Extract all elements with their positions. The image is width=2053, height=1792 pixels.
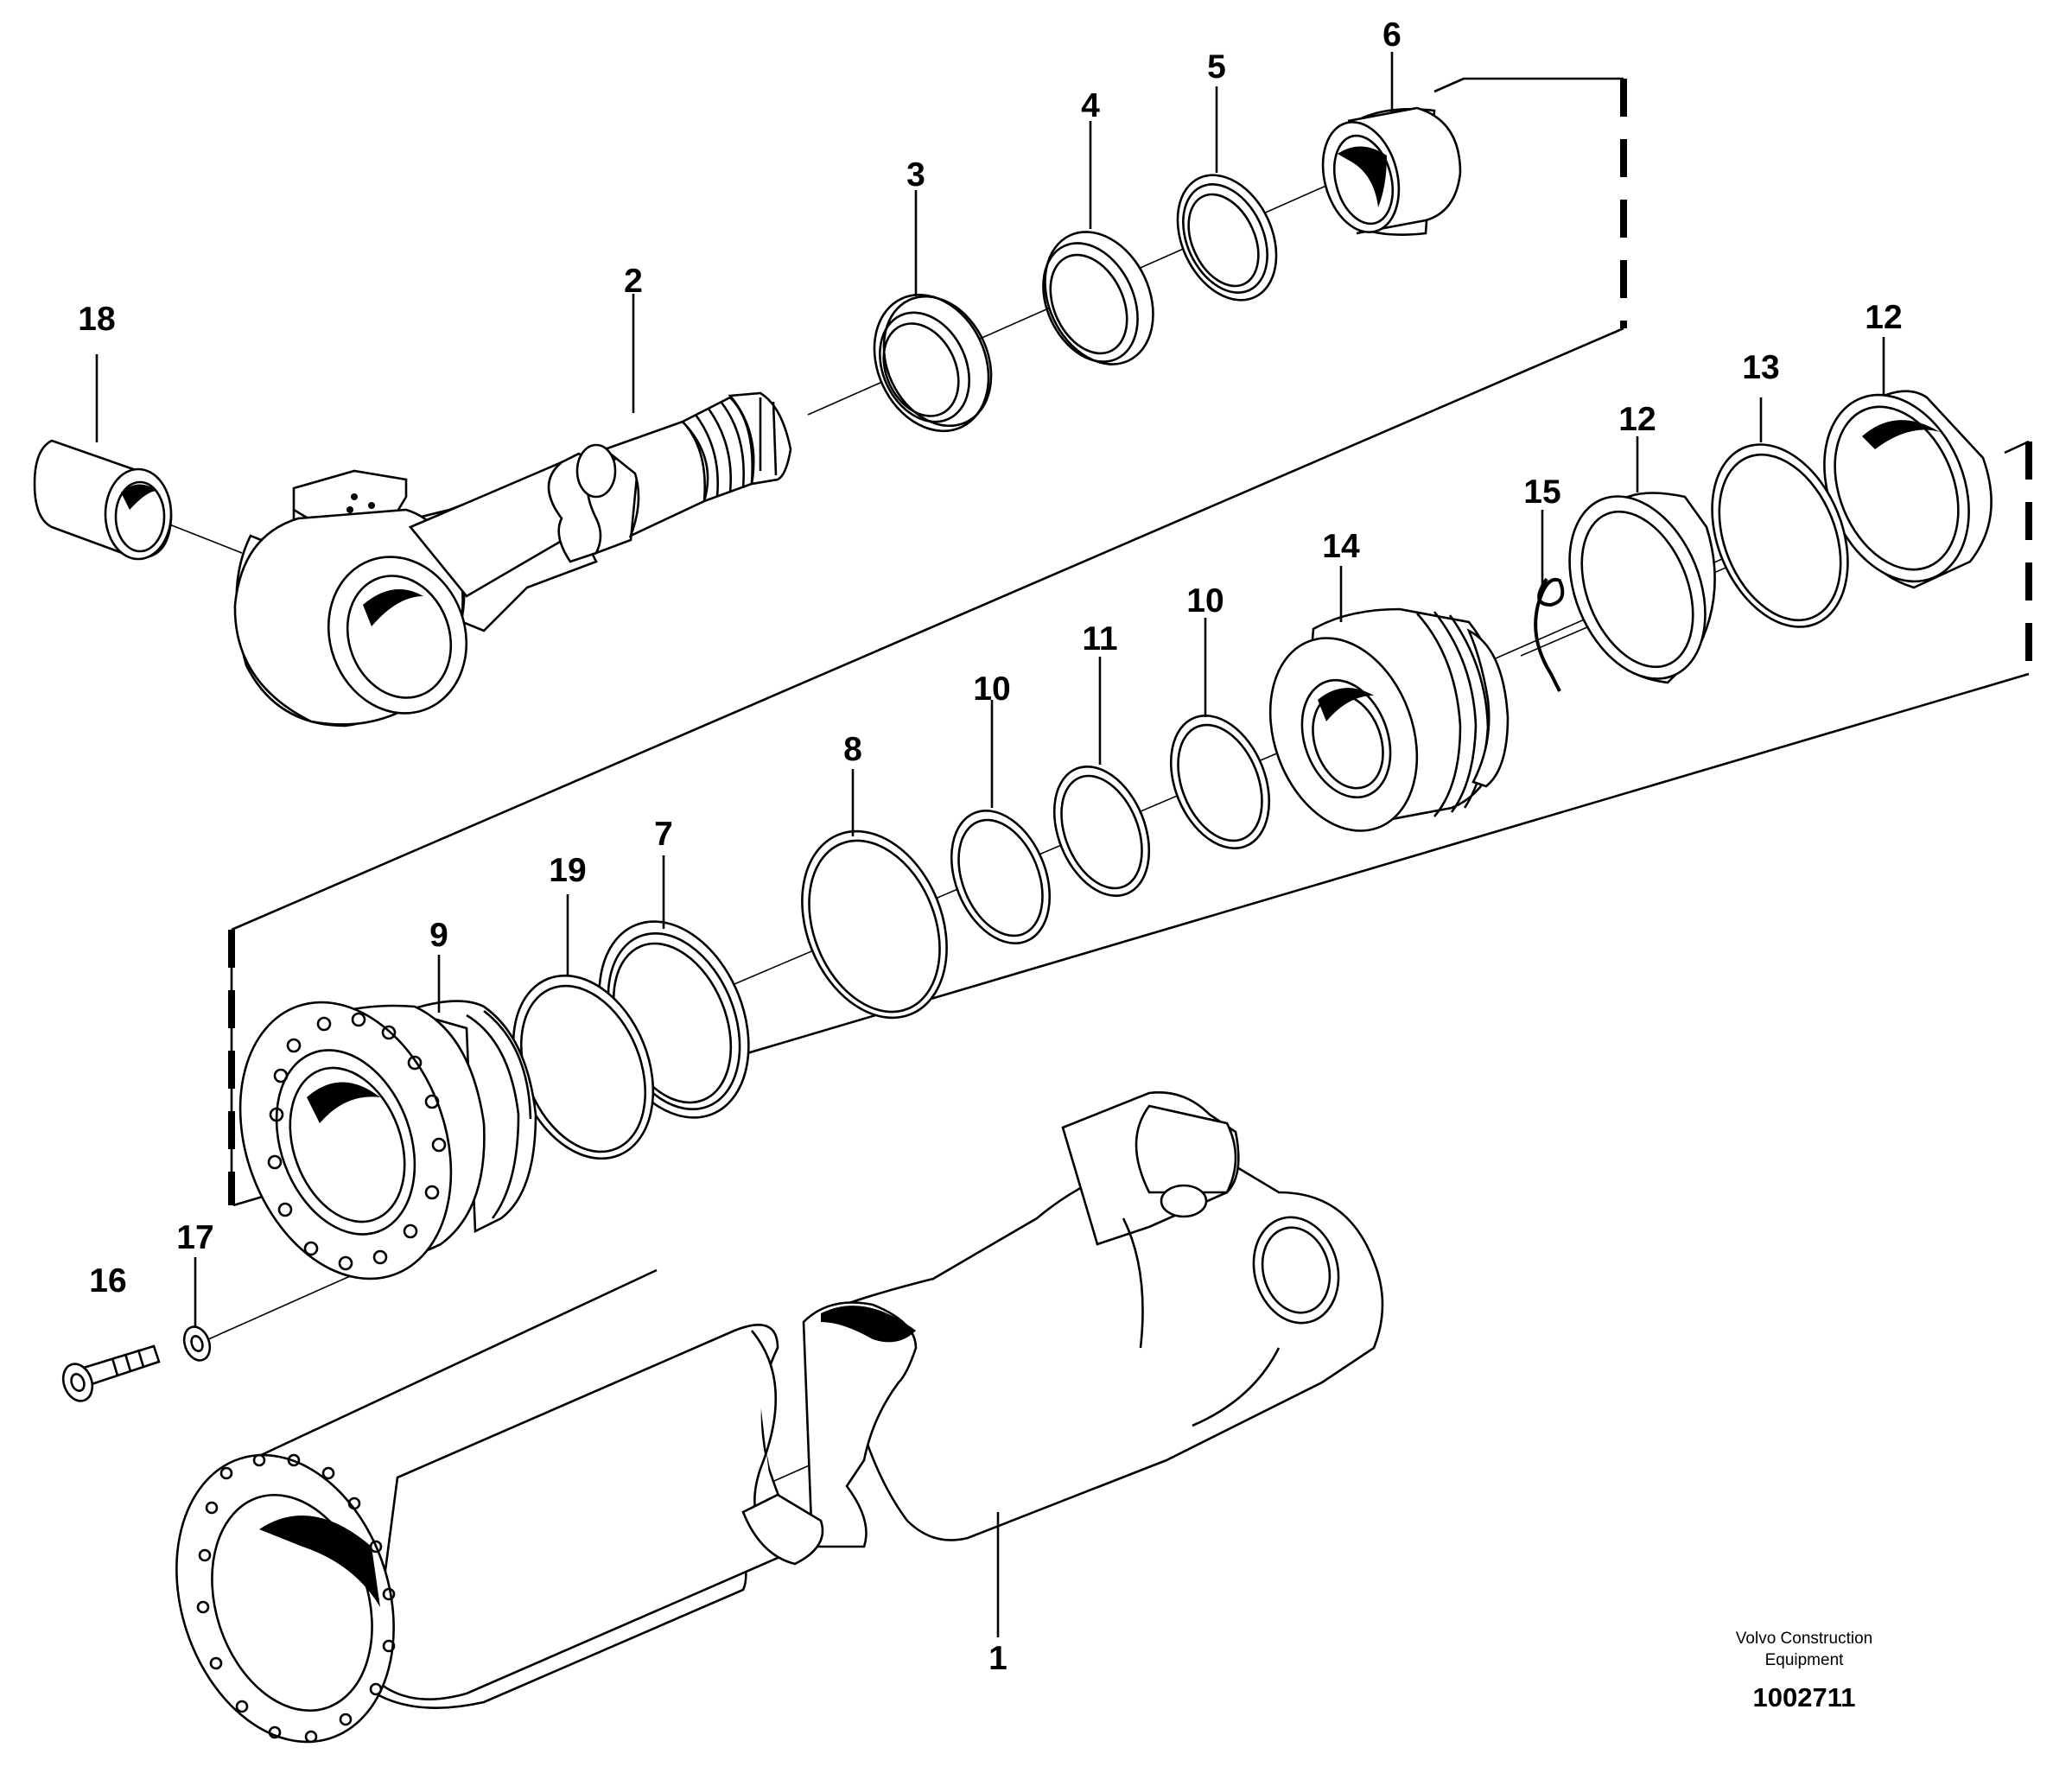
leader-lines	[95, 52, 1885, 1637]
callout-part-10-right: 10	[1186, 582, 1224, 620]
bushing-part-12-left	[1568, 492, 1716, 684]
callout-part-8: 8	[843, 731, 862, 768]
callout-part-18: 18	[78, 301, 115, 338]
bolt-holes	[267, 1012, 447, 1271]
rod-seal-part-3	[873, 293, 993, 433]
callout-part-10-left: 10	[973, 670, 1010, 708]
ring-part-10-right	[1169, 715, 1271, 849]
callout-part-3: 3	[906, 156, 925, 194]
drawing-number: 1002711	[1753, 1682, 1856, 1713]
callout-part-6: 6	[1382, 16, 1402, 54]
washer-part-17	[182, 1325, 212, 1362]
callout-part-7: 7	[654, 816, 673, 853]
callout-part-1: 1	[988, 1640, 1007, 1677]
cylinder-tube-part-1	[175, 1091, 1384, 1744]
ring-part-11	[1052, 765, 1151, 898]
title-block: Volvo Construction Equipment 1002711	[1736, 1630, 1872, 1713]
group-boundaries	[228, 77, 2032, 1695]
callout-part-2: 2	[624, 263, 643, 300]
screw-part-16	[61, 1344, 161, 1402]
guide-ring-part-13	[1711, 443, 1849, 628]
wiper-part-4	[1042, 231, 1154, 365]
callouts: 1 2 3 4 5 6 7 8 9 10 10 11 12 12 13 14 1…	[78, 16, 1902, 1677]
brand-line-2: Equipment	[1765, 1651, 1845, 1669]
piston-part-14	[1268, 607, 1510, 832]
callout-part-9: 9	[429, 917, 448, 954]
callout-part-4: 4	[1081, 87, 1100, 124]
clip-part-15	[1534, 577, 1565, 692]
callout-part-16: 16	[89, 1262, 126, 1300]
callout-part-19: 19	[549, 852, 586, 889]
cylinder-head-part-9	[238, 1000, 537, 1280]
callout-part-5: 5	[1207, 48, 1226, 86]
callout-part-17: 17	[176, 1219, 213, 1256]
callout-part-12-right: 12	[1865, 299, 1902, 336]
callout-part-15: 15	[1523, 473, 1560, 511]
bushing-part-18	[33, 439, 173, 561]
callout-part-11: 11	[1082, 620, 1117, 658]
ring-part-5	[1176, 174, 1278, 302]
ring-part-10-left	[950, 810, 1052, 944]
o-ring-part-8	[801, 829, 948, 1020]
bushing-part-6	[1321, 106, 1462, 236]
piston-rod-part-2	[233, 391, 792, 728]
tube-bolt-holes	[196, 1453, 396, 1744]
callout-part-13: 13	[1742, 349, 1779, 386]
callout-part-12-left: 12	[1618, 401, 1656, 438]
brand-line-1: Volvo Construction	[1736, 1630, 1872, 1648]
callout-part-14: 14	[1322, 528, 1360, 565]
